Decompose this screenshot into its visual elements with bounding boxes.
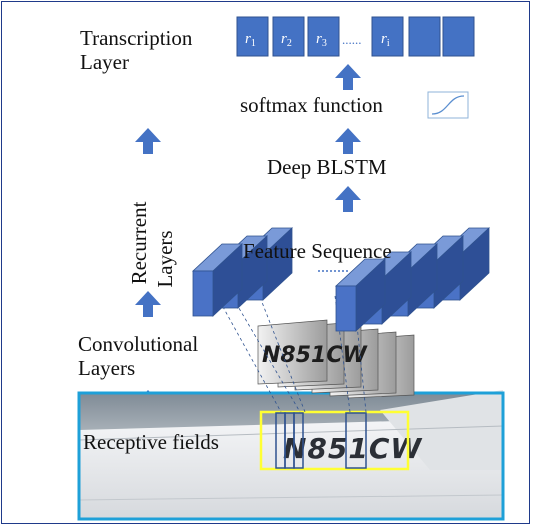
- up-arrow-icon: [335, 128, 361, 154]
- receptive-region-box: [259, 410, 410, 471]
- output-subscript-1: 1: [251, 38, 256, 49]
- feature-sequence-bars: [192, 227, 490, 332]
- receptive-fields-label: Receptive fields: [83, 430, 219, 454]
- svg-text:r3: r3: [316, 31, 327, 49]
- svg-text:r2: r2: [281, 31, 292, 49]
- transcription-layer-label: Transcription Layer: [80, 26, 192, 74]
- convolutional-label-line1: Convolutional: [78, 332, 199, 356]
- up-arrow-icon: [335, 186, 361, 212]
- sigmoid-icon: [427, 91, 469, 119]
- sequence-ellipsis: ......: [342, 32, 362, 47]
- output-subscript-3: 3: [322, 38, 327, 49]
- output-box-r3: [307, 16, 340, 57]
- recurrent-label-line1: Recurrent: [127, 201, 151, 284]
- output-box-empty: [442, 16, 475, 57]
- receptive-field-box: [345, 412, 367, 469]
- transcription-sequence: r1 r2 r3 ri ......: [236, 16, 475, 57]
- up-arrow-icon: [135, 291, 161, 317]
- output-label-r1: r: [245, 31, 251, 47]
- svg-text:r1: r1: [245, 31, 256, 49]
- feature-sequence-label: Feature Sequence: [243, 239, 392, 263]
- output-box-r1: [236, 16, 269, 57]
- output-subscript-i: i: [387, 38, 390, 49]
- convolutional-layers-label: Convolutional Layers: [78, 332, 198, 380]
- output-box-r2: [272, 16, 305, 57]
- output-box-empty: [408, 16, 441, 57]
- recurrent-label-line2: Layers: [153, 230, 177, 287]
- aircraft-photo: N851CW: [77, 390, 505, 521]
- output-label-r2: r: [281, 31, 287, 47]
- output-subscript-2: 2: [287, 38, 292, 49]
- recurrent-layers-label: Recurrent Layers: [127, 201, 177, 287]
- up-arrow-icon: [135, 128, 161, 154]
- receptive-field-box: [293, 412, 304, 469]
- up-arrow-icon: [335, 64, 361, 90]
- softmax-function-label: softmax function: [240, 93, 383, 117]
- deep-blstm-label: Deep BLSTM: [267, 155, 387, 179]
- svg-text:ri: ri: [381, 31, 390, 49]
- transcription-label-line2: Layer: [80, 50, 129, 75]
- plate-text: N851CW: [283, 432, 422, 465]
- cropped-plate-text: N851CW: [262, 343, 368, 368]
- output-label-r3: r: [316, 31, 322, 47]
- transcription-label-line1: Transcription: [80, 26, 193, 50]
- output-label-ri: r: [381, 31, 387, 47]
- output-box-ri: [371, 16, 404, 57]
- convolutional-feature-maps: N851CW: [257, 319, 415, 399]
- convolutional-label-line2: Layers: [78, 356, 136, 381]
